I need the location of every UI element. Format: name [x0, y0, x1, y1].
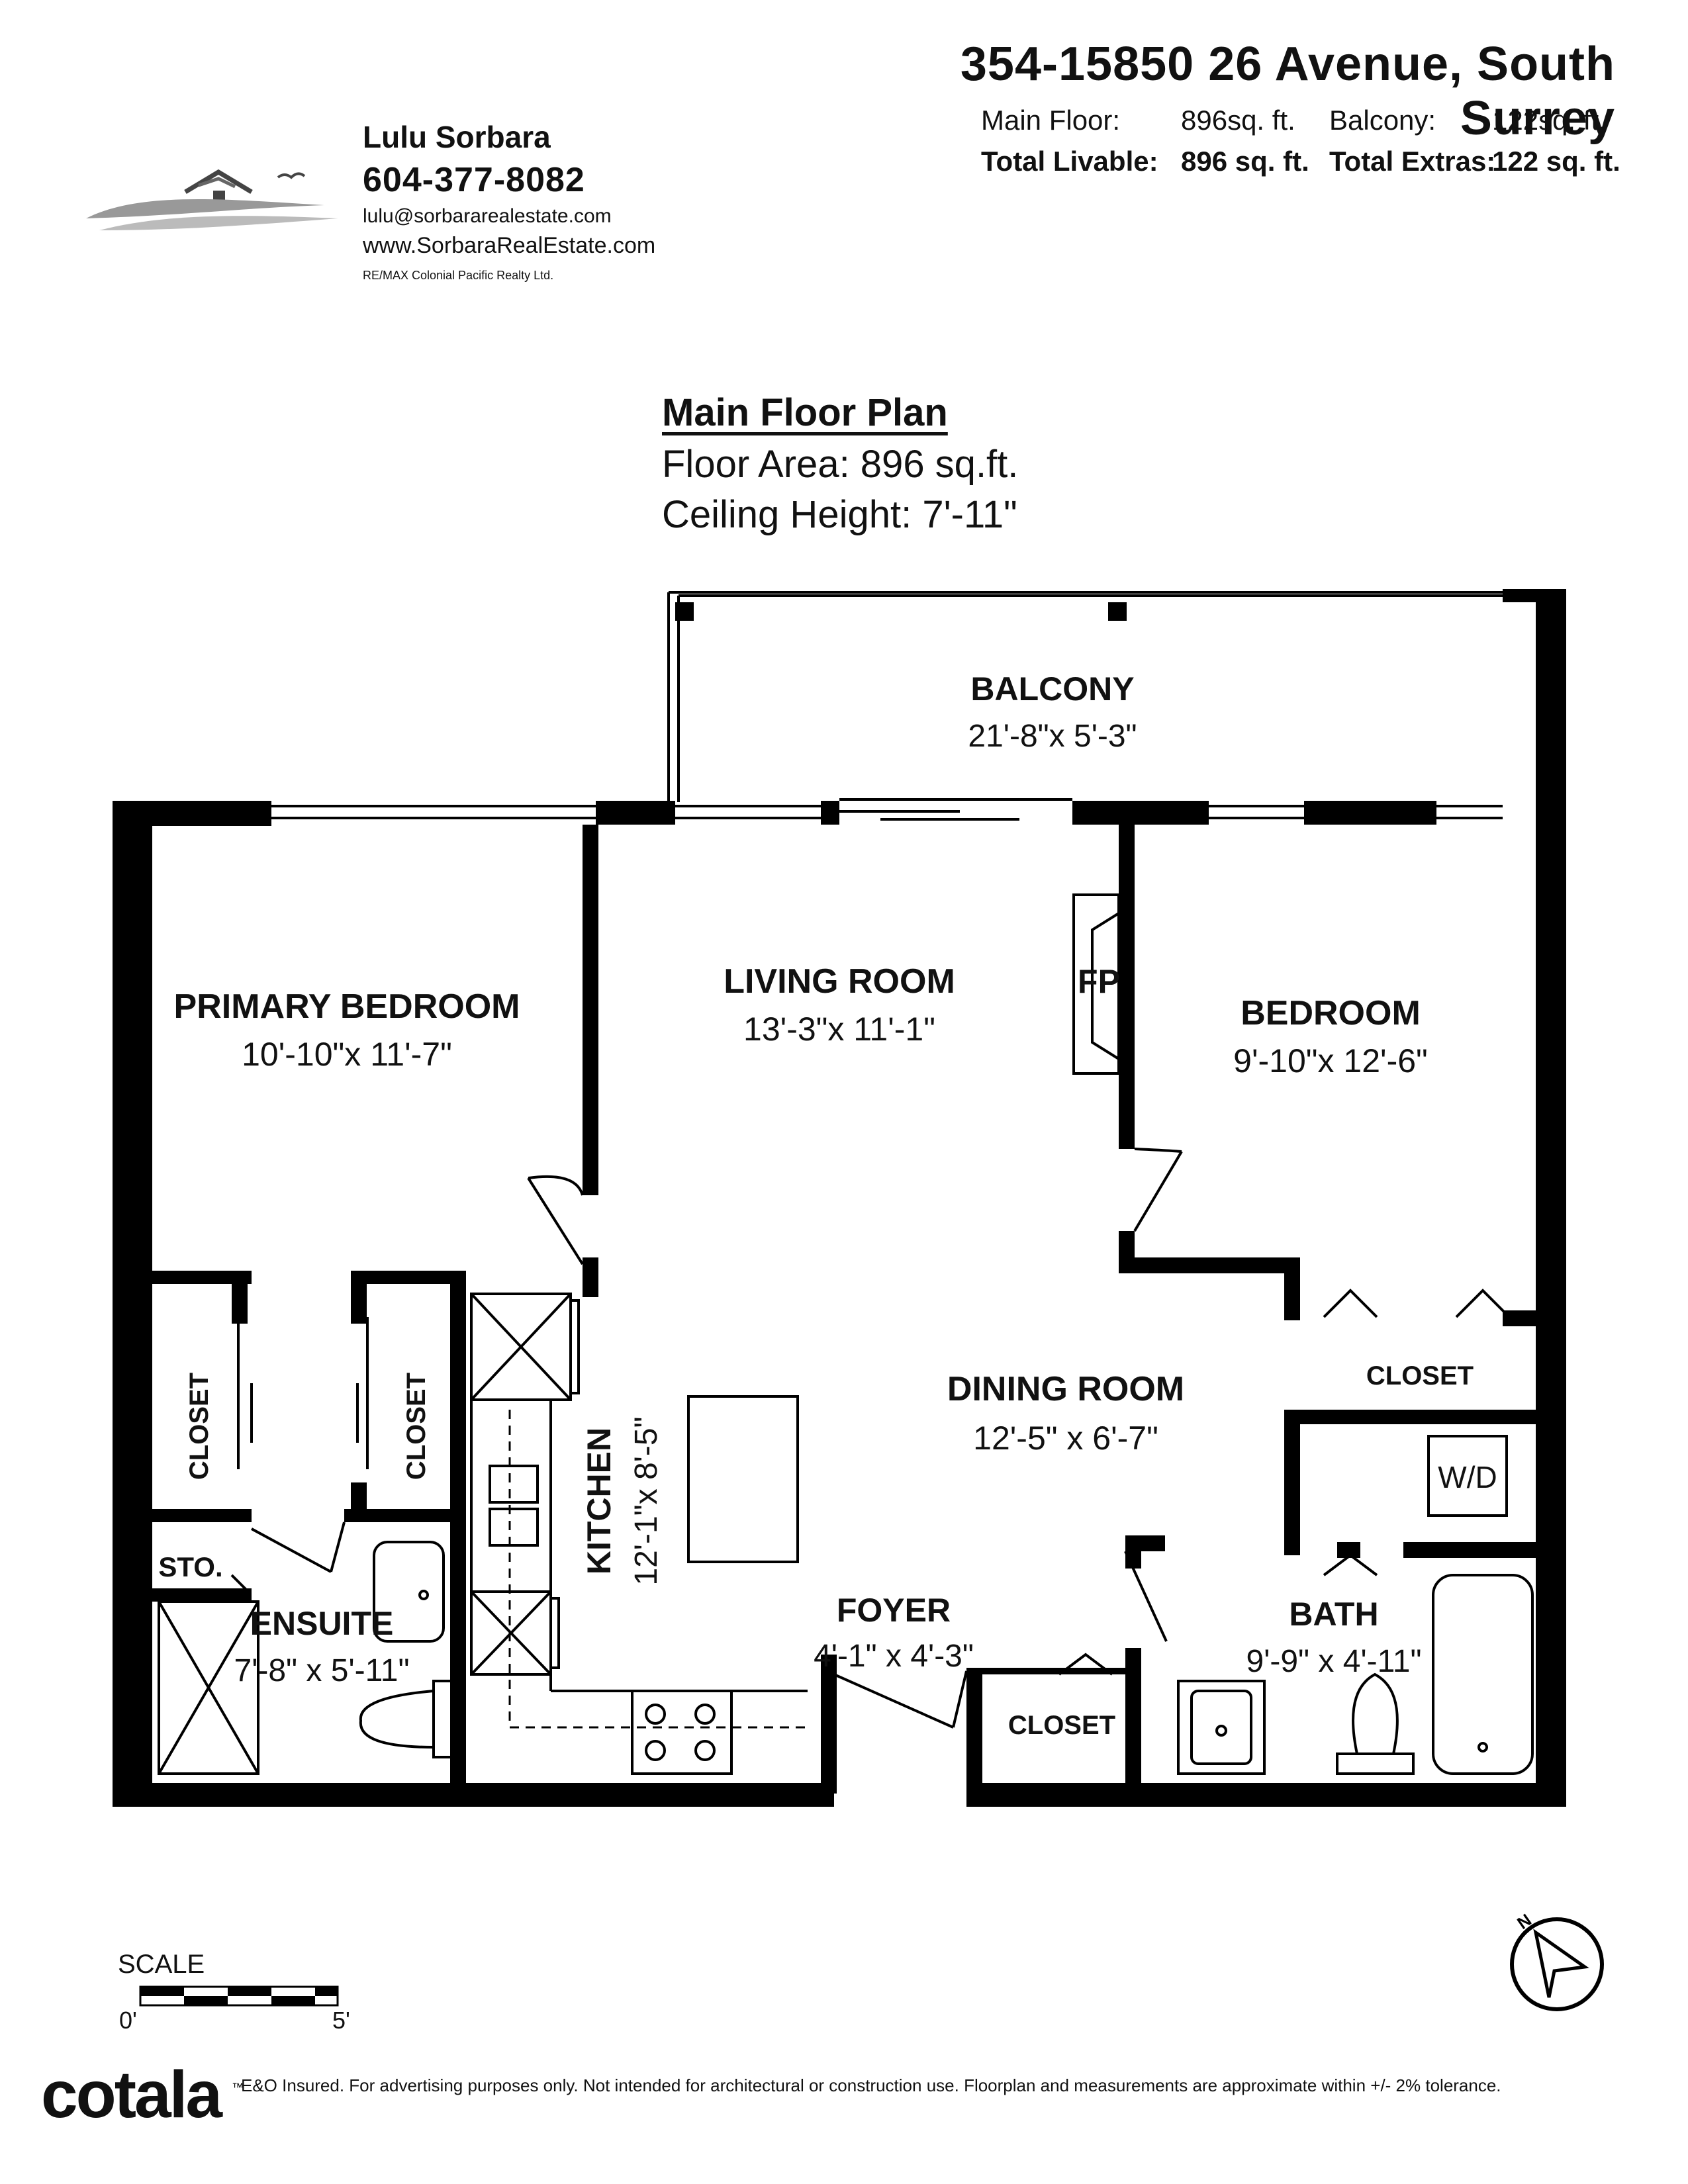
trademark-mark: ™ [232, 2081, 244, 2094]
agent-email: lulu@sorbararealestate.com [363, 205, 612, 227]
balcony-outline [667, 591, 1536, 802]
scale-label: SCALE [118, 1950, 205, 1979]
foyer-dims: 4'-1" x 4'-3" [814, 1639, 974, 1674]
bath-fixtures [158, 1435, 1534, 1775]
foyer-closet-label: CLOSET [1008, 1711, 1115, 1740]
balcony-label: BALCONY [970, 670, 1134, 707]
total-extras-value: 122 sq. ft. [1492, 146, 1620, 177]
window-lines [271, 798, 1503, 821]
living-room-label: LIVING ROOM [724, 962, 955, 1001]
balcony-dims: 21'-8"x 5'-3" [968, 719, 1137, 754]
kitchen-cabinets [470, 1293, 808, 1775]
kitchen-dims: 12'-1"x 8'-5" [629, 1416, 664, 1585]
scale-bar [139, 1985, 339, 2007]
dining-room-label: DINING ROOM [947, 1370, 1184, 1408]
bath-dims: 9'-9" x 4'-11" [1246, 1644, 1422, 1679]
agent-logo [86, 169, 338, 230]
primary-bedroom-label: PRIMARY BEDROOM [174, 987, 520, 1026]
primary-closet-left-label: CLOSET [185, 1373, 214, 1480]
balcony-post [675, 602, 694, 621]
total-livable-value: 896 sq. ft. [1181, 146, 1309, 177]
bedroom-closet-label: CLOSET [1366, 1361, 1474, 1390]
agent-website: www.SorbaraRealEstate.com [363, 233, 656, 258]
total-livable-label: Total Livable: [981, 146, 1158, 177]
bedroom-label: BEDROOM [1241, 994, 1421, 1032]
exterior-walls [113, 589, 1566, 1807]
north-arrow-icon: N [1510, 1910, 1604, 2011]
agent-name: Lulu Sorbara [363, 120, 551, 154]
balcony-area-label: Balcony: [1329, 105, 1436, 136]
foyer-label: FOYER [837, 1592, 951, 1629]
storage-label: STO. [158, 1551, 222, 1582]
primary-closet-right-label: CLOSET [402, 1373, 431, 1480]
plan-floor-area: Floor Area: 896 sq.ft. [662, 443, 1019, 486]
ensuite-dims: 7'-8" x 5'-11" [234, 1653, 410, 1688]
main-floor-label: Main Floor: [981, 105, 1121, 136]
bedroom-dims: 9'-10"x 12'-6" [1233, 1042, 1428, 1079]
primary-bedroom-dims: 10'-10"x 11'-7" [242, 1036, 452, 1073]
washer-dryer-label: W/D [1438, 1460, 1497, 1494]
main-floor-value: 896sq. ft. [1181, 105, 1295, 136]
svg-text:N: N [1513, 1910, 1535, 1933]
bath-label: BATH [1289, 1596, 1378, 1633]
ensuite-label: ENSUITE [250, 1605, 394, 1642]
total-extras-label: Total Extras: [1329, 146, 1496, 177]
balcony-area-value: 122sq. ft. [1492, 105, 1607, 136]
plan-title: Main Floor Plan [662, 391, 948, 434]
property-address: 354-15850 26 Avenue, South Surrey [960, 38, 1615, 145]
fireplace-unit [1072, 893, 1120, 1075]
agent-brokerage: RE/MAX Colonial Pacific Realty Ltd. [363, 269, 554, 282]
living-room-dims: 13'-3"x 11'-1" [743, 1011, 935, 1048]
brand-logo: cotala [41, 2058, 222, 2132]
scale-start: 0' [119, 2007, 137, 2034]
scale-end: 5' [332, 2007, 350, 2034]
balcony-post [1108, 602, 1127, 621]
doors [230, 1148, 1511, 1729]
dining-room-dims: 12'-5" x 6'-7" [973, 1420, 1158, 1457]
disclaimer: E&O Insured. For advertising purposes on… [241, 2075, 1501, 2095]
kitchen-label: KITCHEN [581, 1428, 618, 1574]
agent-phone: 604-377-8082 [363, 161, 585, 199]
plan-ceiling-height: Ceiling Height: 7'-11" [662, 493, 1017, 536]
fireplace-label: FP [1078, 963, 1120, 1000]
